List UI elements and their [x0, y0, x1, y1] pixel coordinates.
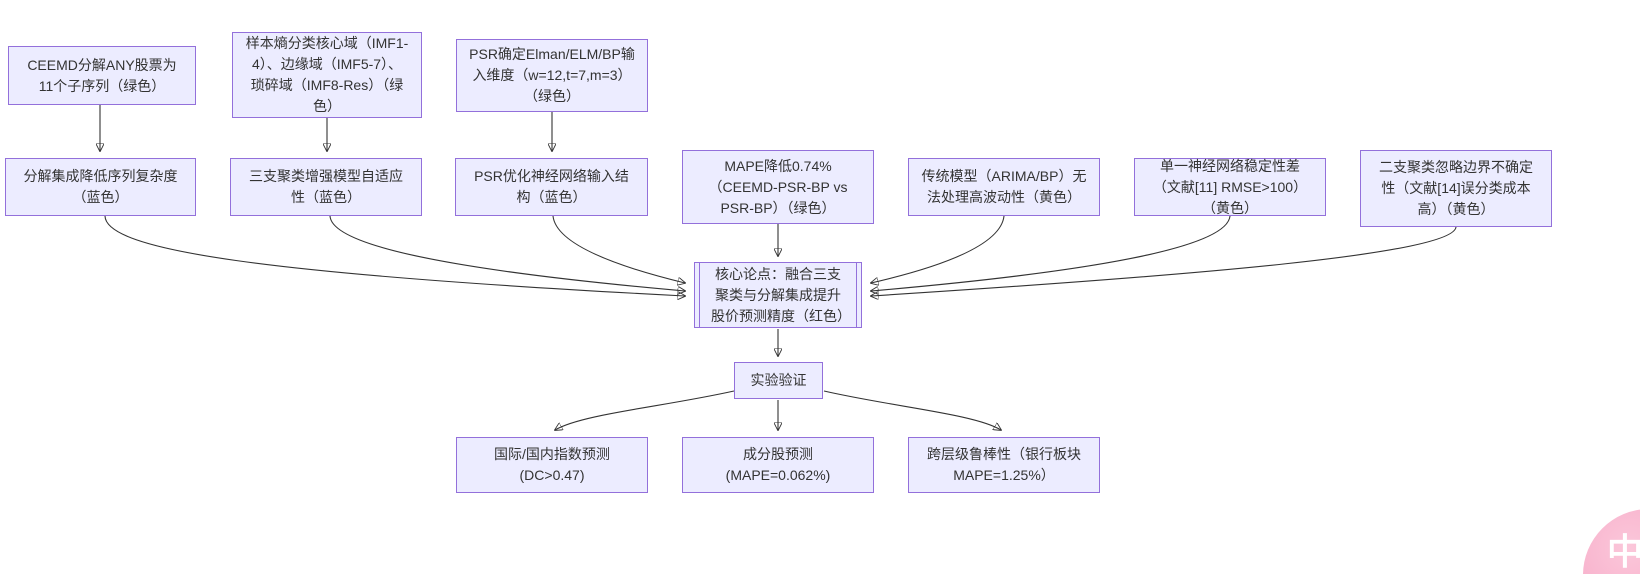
node-label: 传统模型（ARIMA/BP）无法处理高波动性（黄色）: [921, 168, 1087, 205]
node-psr-structure: PSR优化神经网络输入结构（蓝色）: [455, 158, 648, 216]
node-cross-level-robustness: 跨层级鲁棒性（银行板块 MAPE=1.25%）: [908, 437, 1100, 493]
node-psr-dimension: PSR确定Elman/ELM/BP输入维度（w=12,t=7,m=3）（绿色）: [456, 39, 648, 112]
node-label: 二支聚类忽略边界不确定性（文献[14]误分类成本高）（黄色）: [1379, 159, 1533, 217]
node-sample-entropy: 样本熵分类核心域（IMF1-4）、边缘域（IMF5-7）、琐碎域（IMF8-Re…: [232, 32, 422, 118]
edge-j-k: [871, 226, 1457, 296]
node-index-forecast: 国际/国内指数预测 (DC>0.47): [456, 437, 648, 493]
node-ceemd-decompose: CEEMD分解ANY股票为11个子序列（绿色）: [8, 46, 196, 105]
node-label: 分解集成降低序列复杂度（蓝色）: [23, 168, 178, 205]
translate-icon: 中A: [1607, 531, 1640, 572]
edge-f-k: [552, 215, 685, 283]
node-label: PSR优化神经网络输入结构（蓝色）: [474, 168, 629, 205]
node-constituent-forecast: 成分股预测 (MAPE=0.062%): [682, 437, 874, 493]
translate-button[interactable]: 中A: [1583, 509, 1640, 574]
node-decomposition-complexity: 分解集成降低序列复杂度（蓝色）: [5, 158, 196, 216]
node-label: MAPE降低0.74%（CEEMD-PSR-BP vs PSR-BP）（绿色）: [708, 157, 848, 216]
node-label: 国际/国内指数预测 (DC>0.47): [494, 446, 610, 483]
node-core-thesis: 核心论点：融合三支聚类与分解集成提升股价预测精度（红色）: [694, 262, 862, 328]
node-single-nn-unstable: 单一神经网络稳定性差（文献[11] RMSE>100）（黄色）: [1134, 158, 1326, 216]
node-label: 核心论点：融合三支聚类与分解集成提升股价预测精度（红色）: [711, 265, 851, 324]
node-experiment-validation: 实验验证: [734, 362, 823, 399]
edge-l-m: [555, 390, 735, 430]
node-label: 样本熵分类核心域（IMF1-4）、边缘域（IMF5-7）、琐碎域（IMF8-Re…: [245, 35, 409, 114]
node-traditional-model-limit: 传统模型（ARIMA/BP）无法处理高波动性（黄色）: [908, 158, 1100, 216]
node-mape-improvement: MAPE降低0.74%（CEEMD-PSR-BP vs PSR-BP）（绿色）: [682, 150, 874, 224]
node-three-way-adaptive: 三支聚类增强模型自适应性（蓝色）: [230, 158, 422, 216]
edge-l-o: [823, 390, 1001, 430]
node-two-way-limit: 二支聚类忽略边界不确定性（文献[14]误分类成本高）（黄色）: [1360, 150, 1552, 227]
node-label: 单一神经网络稳定性差（文献[11] RMSE>100）（黄色）: [1152, 157, 1308, 216]
edge-e-k: [329, 215, 685, 291]
node-label: 实验验证: [750, 372, 807, 388]
edge-i-k: [871, 215, 1231, 291]
node-label: PSR确定Elman/ELM/BP输入维度（w=12,t=7,m=3）（绿色）: [469, 46, 635, 104]
node-label: CEEMD分解ANY股票为11个子序列（绿色）: [27, 56, 177, 94]
edge-d-k: [104, 215, 685, 296]
edge-h-k: [871, 215, 1005, 283]
node-label: 成分股预测 (MAPE=0.062%): [725, 446, 831, 483]
node-label: 跨层级鲁棒性（银行板块 MAPE=1.25%）: [927, 446, 1081, 483]
node-label: 三支聚类增强模型自适应性（蓝色）: [249, 168, 403, 205]
